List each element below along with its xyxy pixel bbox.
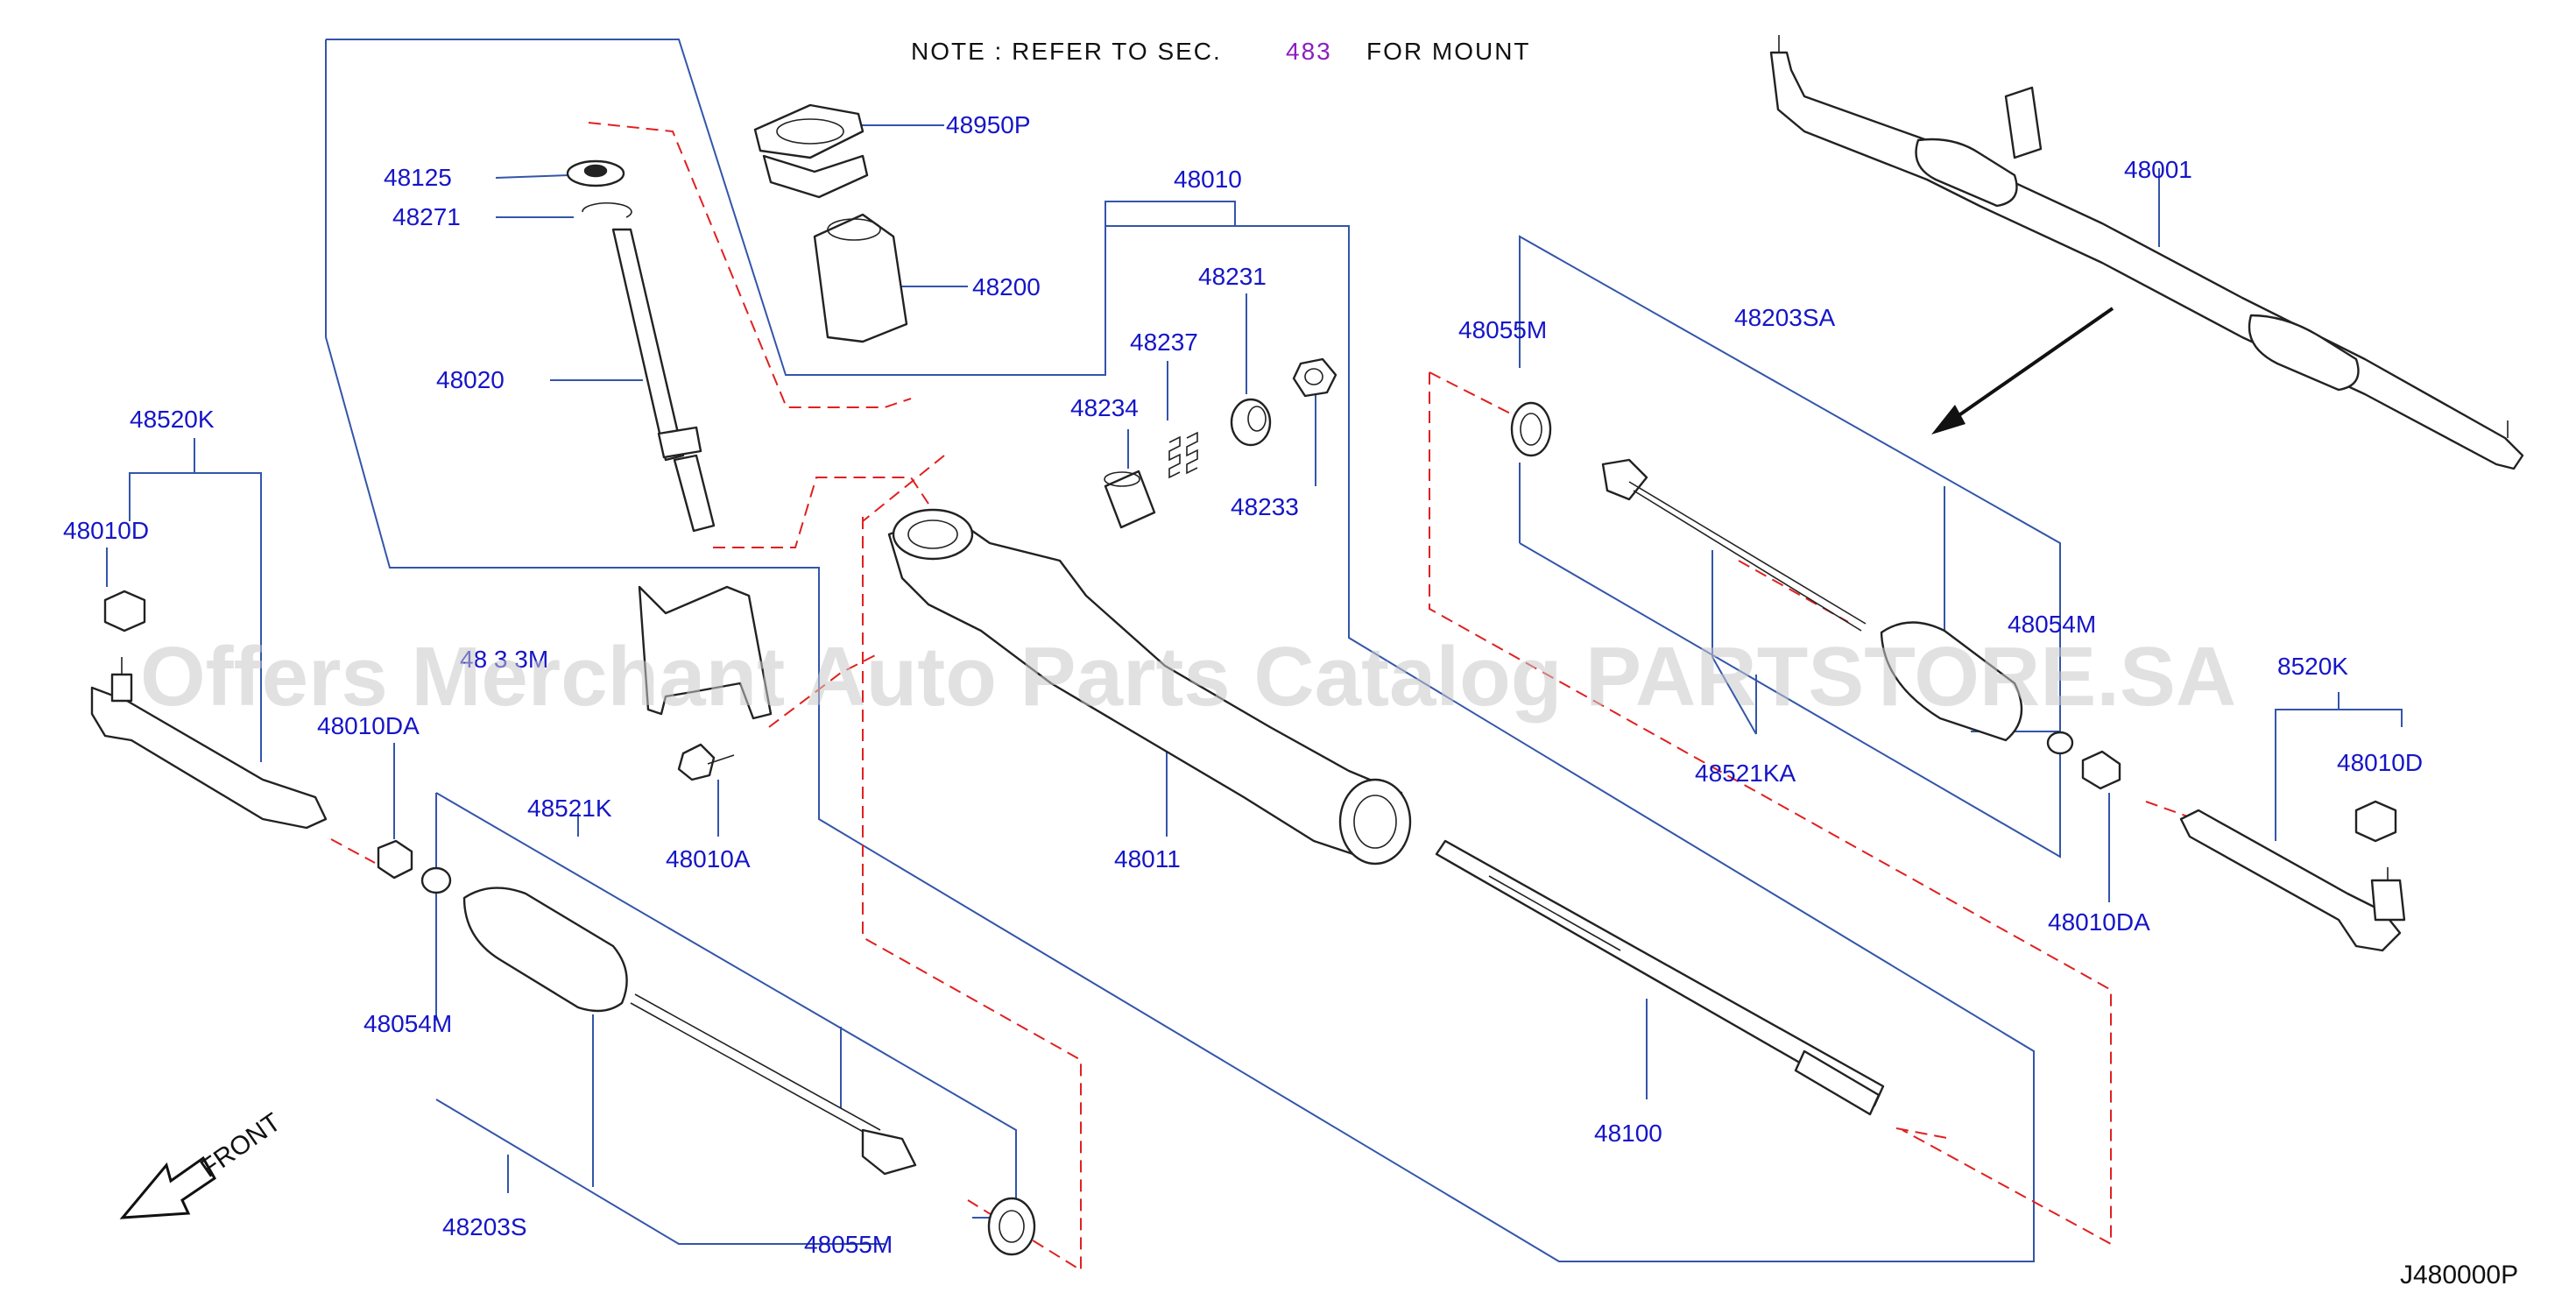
note-suffix: FOR MOUNT xyxy=(1366,38,1531,65)
nut-48010d-left[interactable] xyxy=(103,590,146,632)
bracket-4833m[interactable] xyxy=(638,585,773,720)
nut-48010da-left[interactable] xyxy=(377,839,413,880)
rack-48100[interactable] xyxy=(1435,839,1885,1116)
part-label-48010[interactable]: 48010 xyxy=(1174,166,1242,193)
socket-48521ka[interactable] xyxy=(1601,458,1867,632)
part-label-48203s[interactable]: 48203S xyxy=(442,1213,527,1240)
part-label-48010da-right[interactable]: 48010DA xyxy=(2048,908,2150,936)
front-arrow-icon xyxy=(119,1155,216,1219)
part-label-48020[interactable]: 48020 xyxy=(436,366,505,393)
nut-48010da-right[interactable] xyxy=(2081,750,2121,790)
part-label-48010d-left[interactable]: 48010D xyxy=(63,517,149,544)
front-label: FRONT xyxy=(195,1107,286,1183)
bolt-48010a[interactable] xyxy=(677,743,735,781)
part-label-48055m-right[interactable]: 48055M xyxy=(1458,316,1547,343)
note-section-link[interactable]: 483 xyxy=(1286,38,1332,65)
part-label-48010d-right[interactable]: 48010D xyxy=(2337,749,2423,776)
leader-lines xyxy=(106,39,2403,1262)
clamp-48054m-left[interactable] xyxy=(420,866,452,894)
diagram-code: J480000P xyxy=(2400,1261,2518,1289)
part-label-48521k[interactable]: 48521K xyxy=(527,795,612,822)
part-label-48054m-left[interactable]: 48054M xyxy=(363,1010,452,1037)
clamp-48054m-right[interactable] xyxy=(2046,731,2074,755)
part-label-48203sa[interactable]: 48203SA xyxy=(1734,304,1836,331)
part-labels: 48950P 48125 48271 48200 48020 48010 482… xyxy=(63,111,2423,1258)
cover-48200[interactable] xyxy=(813,213,908,343)
yoke-48234[interactable] xyxy=(1104,470,1156,529)
watermark: Offers Merchant Auto Parts Catalog PARTS… xyxy=(140,630,2236,724)
socket-48521k[interactable] xyxy=(630,993,917,1176)
part-label-48231[interactable]: 48231 xyxy=(1198,263,1267,290)
part-label-48200[interactable]: 48200 xyxy=(972,273,1041,300)
part-label-48125[interactable]: 48125 xyxy=(384,164,452,191)
gear-housing-48011[interactable] xyxy=(887,508,1412,865)
part-label-48520k-right[interactable]: 8520K xyxy=(2277,653,2348,680)
clamp-48055m-right[interactable] xyxy=(1510,401,1552,457)
explode-arrow xyxy=(1931,307,2114,435)
plug-48231[interactable] xyxy=(1230,398,1272,447)
part-label-48233[interactable]: 48233 xyxy=(1231,493,1299,520)
part-label-48234[interactable]: 48234 xyxy=(1070,394,1139,421)
spring-48237[interactable] xyxy=(1168,431,1198,479)
boot-48950p[interactable] xyxy=(753,103,869,199)
clamp-48055m-left[interactable] xyxy=(987,1197,1036,1256)
washer-48125[interactable] xyxy=(566,159,625,187)
part-label-48010da-left[interactable]: 48010DA xyxy=(317,712,420,739)
rack-assembly-48001[interactable] xyxy=(1769,35,2524,470)
tie-rod-end-48520k-right[interactable] xyxy=(2179,809,2406,952)
tie-rod-end-48520k-left[interactable] xyxy=(90,657,328,830)
snap-ring-48271[interactable] xyxy=(582,202,632,218)
part-label-48010a[interactable]: 48010A xyxy=(666,845,751,873)
part-label-48001[interactable]: 48001 xyxy=(2124,156,2192,183)
front-direction-indicator: FRONT xyxy=(119,1107,286,1219)
part-label-48011[interactable]: 48011 xyxy=(1114,845,1181,873)
part-label-48100[interactable]: 48100 xyxy=(1594,1120,1662,1147)
part-label-48054m-right[interactable]: 48054M xyxy=(2008,611,2096,638)
pinion-shaft-48020[interactable] xyxy=(611,228,716,533)
part-label-48237[interactable]: 48237 xyxy=(1130,329,1198,356)
boot-48203sa[interactable] xyxy=(1880,621,2023,742)
part-label-48950p[interactable]: 48950P xyxy=(946,111,1031,138)
part-label-48521ka[interactable]: 48521KA xyxy=(1695,760,1796,787)
part-label-48055m-left[interactable]: 48055M xyxy=(804,1231,893,1258)
part-label-4833m[interactable]: 48 3 3M xyxy=(460,646,548,673)
mount-note: NOTE : REFER TO SEC. 483 FOR MOUNT xyxy=(911,38,1531,65)
part-label-48271[interactable]: 48271 xyxy=(392,203,461,230)
nut-48010d-right[interactable] xyxy=(2354,800,2397,843)
part-label-48520k-left[interactable]: 48520K xyxy=(130,406,215,433)
boot-48203s[interactable] xyxy=(462,887,628,1013)
note-prefix: NOTE : REFER TO SEC. xyxy=(911,38,1222,65)
nut-48233[interactable] xyxy=(1292,357,1337,398)
